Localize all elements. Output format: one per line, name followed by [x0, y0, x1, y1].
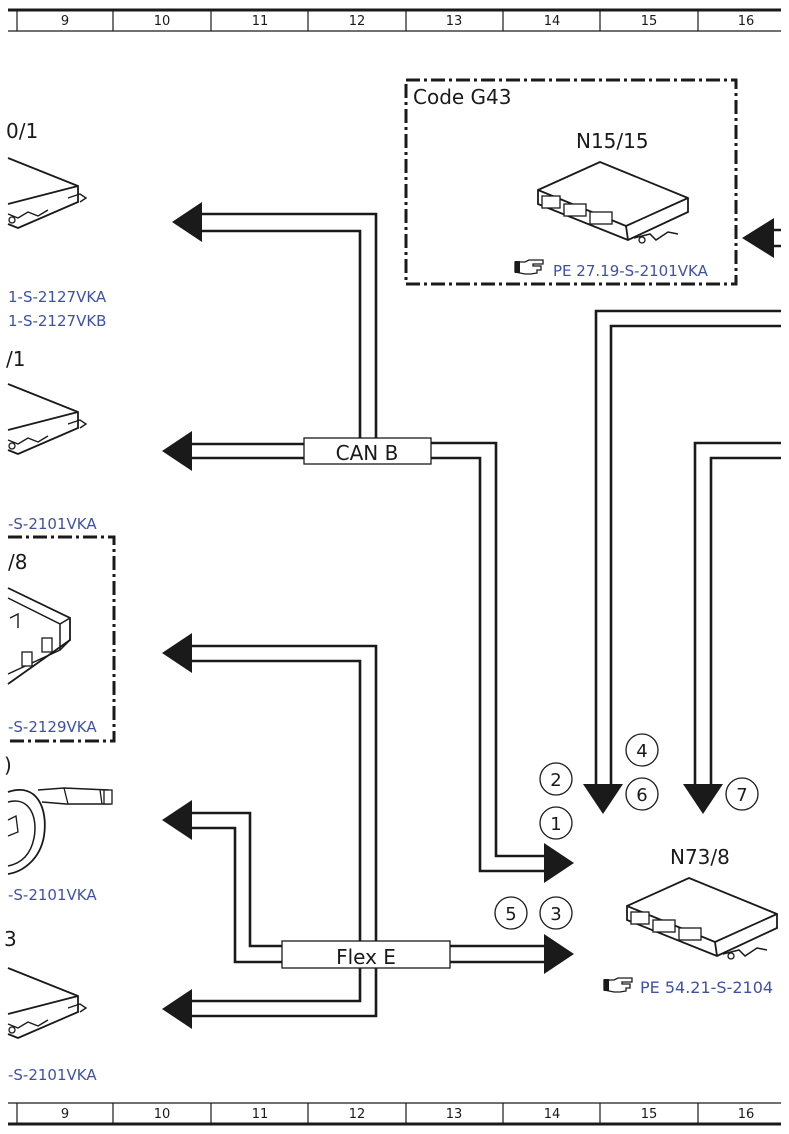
code-g43-box: Code G43 N15/15 PE 27.19-S-2101VKA	[404, 78, 738, 286]
left-module-2-ref[interactable]: -S-2101VKA	[8, 515, 97, 533]
left-module-4-ref[interactable]: -S-2101VKA	[8, 886, 97, 904]
marker-4	[625, 733, 659, 767]
left-module-4: ) -S-2101VKA	[4, 753, 113, 904]
marker-4-label: 4	[636, 741, 647, 762]
grid-col-12-bottom: 12	[349, 1107, 366, 1122]
left-module-3: /8 -S-2129VKA	[7, 535, 116, 743]
steering-column-switch	[7, 787, 113, 875]
grid-col-9: 9	[61, 14, 69, 29]
flex-e-wiring	[162, 633, 574, 1029]
marker-3	[539, 896, 573, 930]
left-module-2-label: /1	[6, 347, 25, 371]
flex-e-label: Flex E	[336, 945, 396, 969]
grid-col-16: 16	[738, 14, 755, 29]
can-b-label: CAN B	[336, 441, 399, 465]
marker-2	[539, 762, 573, 796]
marker-6	[625, 777, 659, 811]
left-module-2: /1 -S-2101VKA	[6, 347, 97, 533]
code-g43-label: Code G43	[413, 85, 512, 109]
left-module-5: 3 -S-2101VKA	[4, 927, 97, 1084]
pointing-hand-icon	[514, 259, 544, 275]
grid-bar-top: 9 10 11 12 13 14 15 16	[8, 8, 781, 32]
can-b-wiring	[162, 202, 574, 883]
left-module-1-ref-b[interactable]: 1-S-2127VKB	[8, 312, 106, 330]
grid-col-10: 10	[154, 14, 171, 29]
n15-15-reference[interactable]: PE 27.19-S-2101VKA	[553, 262, 709, 280]
marker-5	[494, 896, 528, 930]
grid-col-10-bottom: 10	[154, 1107, 171, 1122]
marker-7	[725, 777, 759, 811]
left-module-4-label: )	[4, 753, 12, 777]
grid-col-15-bottom: 15	[641, 1107, 658, 1122]
marker-5-label: 5	[505, 904, 516, 925]
grid-col-9-bottom: 9	[61, 1107, 69, 1122]
marker-7-label: 7	[736, 785, 747, 806]
grid-col-11-bottom: 11	[252, 1107, 269, 1122]
left-module-1-ref-a[interactable]: 1-S-2127VKA	[8, 288, 107, 306]
grid-col-14-bottom: 14	[544, 1107, 561, 1122]
grid-col-13: 13	[446, 14, 463, 29]
left-module-3-ref[interactable]: -S-2129VKA	[8, 718, 97, 736]
n73-8-unit: N73/8 PE 54.21-S-2104	[603, 845, 778, 997]
n73-8-module	[626, 877, 778, 960]
flex-e-connector: Flex E	[281, 940, 451, 969]
grid-bar-bottom: 9 10 11 12 13 14 15 16	[8, 1102, 781, 1126]
marker-labels: 1 2 3 4 5 6 7	[505, 741, 747, 925]
can-b-connector: CAN B	[303, 437, 432, 465]
marker-6-label: 6	[636, 785, 647, 806]
n73-8-label: N73/8	[670, 845, 730, 869]
left-module-5-ref[interactable]: -S-2101VKA	[8, 1066, 97, 1084]
pointing-hand-icon	[603, 977, 633, 993]
left-module-3-label: /8	[8, 550, 27, 574]
marker-1-label: 1	[550, 814, 561, 835]
grid-col-13-bottom: 13	[446, 1107, 463, 1122]
grid-col-12: 12	[349, 14, 366, 29]
left-module-1-label: 0/1	[6, 119, 38, 143]
left-module-5-label: 3	[4, 927, 17, 951]
left-module-3-drawing	[7, 587, 71, 685]
markers	[494, 733, 759, 930]
grid-col-14: 14	[544, 14, 561, 29]
grid-col-11: 11	[252, 14, 269, 29]
grid-col-15: 15	[641, 14, 658, 29]
n73-8-reference[interactable]: PE 54.21-S-2104	[640, 978, 773, 997]
marker-3-label: 3	[550, 904, 561, 925]
n15-15-module	[537, 161, 689, 244]
marker-2-label: 2	[550, 770, 561, 791]
marker-1	[539, 806, 573, 840]
n15-15-label: N15/15	[576, 129, 649, 153]
right-wiring	[583, 218, 781, 814]
grid-col-16-bottom: 16	[738, 1107, 755, 1122]
left-module-1: 0/1 1-S-2127VKA 1-S-2127VKB	[6, 119, 107, 330]
